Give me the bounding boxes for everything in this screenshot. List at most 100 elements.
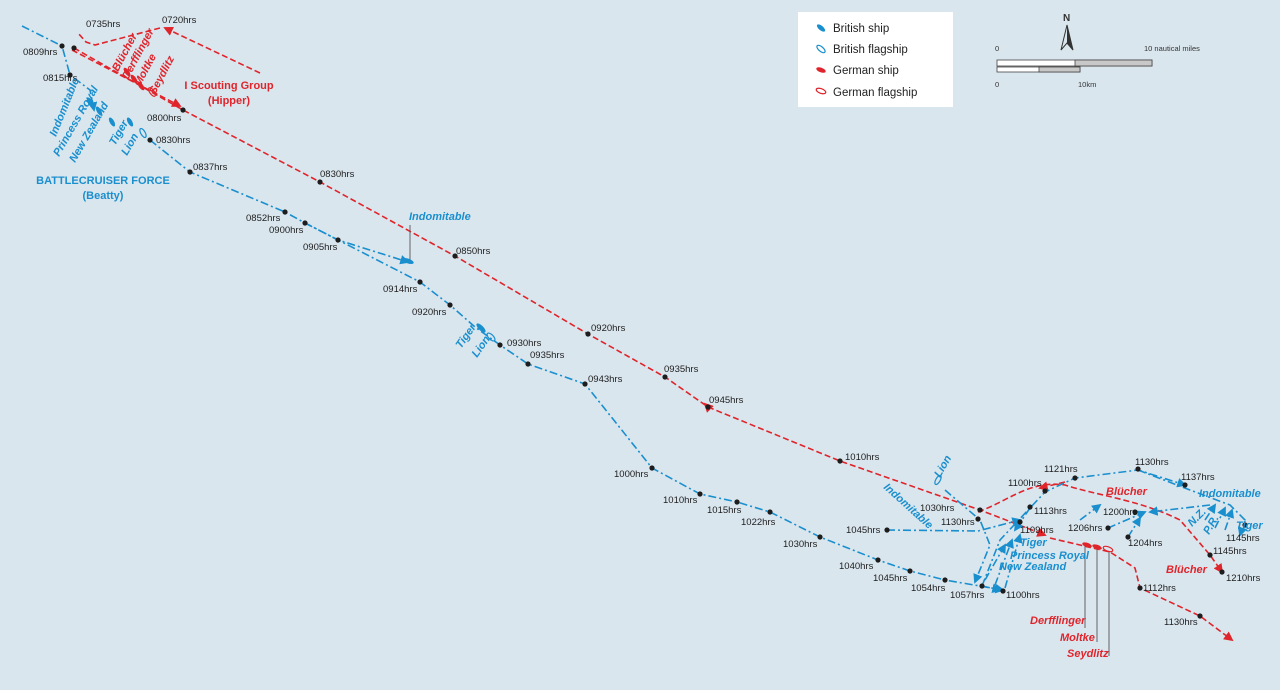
british-force-name: BATTLECRUISER FORCE [36, 175, 170, 187]
indomitable-label-end: Indomitable [1199, 488, 1261, 500]
british-flagship-legend-icon [816, 44, 826, 54]
time-label: 1210hrs [1226, 573, 1261, 584]
seydlitz-flagship-icon-late [1102, 545, 1114, 553]
german-ship-icon-late-2 [1092, 544, 1102, 550]
time-label: 0900hrs [269, 225, 304, 236]
turn-track-2 [984, 543, 1006, 581]
tiger-ship-icon [476, 323, 486, 333]
blucher-label-late: Blücher [1106, 486, 1148, 498]
time-label: 1130hrs [1164, 617, 1198, 628]
derfflinger-label-late: Derfflinger [1030, 615, 1086, 627]
time-label: 1109hrs [1020, 525, 1054, 536]
turn-track-5 [1013, 507, 1031, 532]
time-label: 0905hrs [303, 242, 338, 253]
british-force-commander: (Beatty) [83, 190, 124, 202]
time-label: 1022hrs [741, 517, 776, 528]
time-label: 1130hrs [1135, 457, 1169, 468]
ship-symbols [86, 67, 1114, 553]
time-dots [59, 43, 1248, 619]
time-label: 0920hrs [412, 307, 447, 318]
time-label: 1045hrs [873, 573, 908, 584]
force-titles: BATTLECRUISER FORCE (Beatty) I Scouting … [36, 80, 274, 202]
german-track-escape [1049, 537, 1234, 642]
turn-track-4 [1004, 533, 1023, 589]
moltke-ship-icon [137, 81, 145, 91]
time-label: 0720hrs [162, 15, 197, 26]
time-label: 1100hrs [1008, 478, 1042, 489]
tiger-label-end: Tiger [1236, 520, 1263, 532]
time-label: 0920hrs [591, 323, 626, 334]
indomitable-ship-icon [402, 257, 414, 265]
time-label: 0914hrs [383, 284, 418, 295]
time-label: 1206hrs [1068, 523, 1103, 534]
time-label: 1121hrs [1044, 464, 1078, 475]
time-label: 1054hrs [911, 583, 946, 594]
time-label: 1112hrs [1143, 583, 1176, 594]
north-label: N [1063, 13, 1070, 24]
lion-flagship-icon-late [934, 474, 942, 486]
time-label: 0815hrs [43, 73, 78, 84]
indomitable-label-mid: Indomitable [409, 211, 471, 223]
british-ship-legend-icon [816, 24, 826, 32]
seydlitz-flagship-icon [148, 87, 156, 97]
blucher-ship-icon [123, 67, 131, 77]
princess-royal-ship-icon-start [95, 106, 103, 116]
return-track-2 [1107, 510, 1147, 529]
moltke-label-late: Moltke [1060, 632, 1095, 644]
german-track-split [71, 49, 182, 107]
time-label: 1130hrs [941, 517, 975, 528]
return-track-5 [1204, 503, 1217, 521]
return-track-7 [1224, 508, 1234, 531]
british-track-lower [981, 583, 1002, 594]
time-label: 1010hrs [663, 495, 698, 506]
lion-flagship-icon [486, 332, 496, 342]
leader-lines [409, 225, 1110, 656]
time-label: 1145hrs [1213, 546, 1247, 557]
scale-bottom-zero: 0 [995, 80, 999, 89]
german-force-name: I Scouting Group [184, 80, 273, 92]
scale-bar: 0 10 nautical miles 0 10km [995, 44, 1200, 89]
return-track-6 [1214, 506, 1226, 529]
scale-top-max: 10 nautical miles [1144, 44, 1200, 53]
scale-top-zero: 0 [995, 44, 999, 53]
time-label: 1200hrs [1103, 507, 1138, 518]
german-ship-icon-late-1 [1082, 542, 1092, 548]
tiger-ship-icon-start [126, 117, 134, 127]
time-label: 0935hrs [530, 350, 565, 361]
german-force-commander: (Hipper) [208, 95, 251, 107]
new-zealand-ship-icon-start [108, 117, 116, 127]
time-label: 0735hrs [86, 19, 121, 30]
time-label: 1137hrs [1181, 472, 1215, 483]
time-label: 0930hrs [507, 338, 542, 349]
british-track-lion [304, 222, 1005, 594]
time-label: 1045hrs [846, 525, 881, 536]
time-label: 1113hrs [1034, 506, 1067, 517]
new-zealand-label-late: New Zealand [999, 561, 1067, 573]
blucher-branch [1038, 481, 1066, 491]
princess-royal-label-late: Princess Royal [1010, 550, 1090, 562]
time-label: 0830hrs [320, 169, 355, 180]
german-flagship-legend-icon [815, 87, 827, 95]
german-track-turn [77, 27, 161, 46]
time-label: 0830hrs [156, 135, 191, 146]
indomitable-ship-icon-start [86, 97, 94, 107]
seydlitz-label-late: Seydlitz [1067, 648, 1109, 660]
time-label: 0800hrs [147, 113, 182, 124]
time-label: 0809hrs [23, 47, 58, 58]
tiger-label-late: Tiger [1020, 537, 1047, 549]
indomitable-track [886, 517, 1022, 532]
blucher-label-end: Blücher [1166, 564, 1208, 576]
time-label: 0837hrs [193, 162, 228, 173]
legend-british-flagship: British flagship [833, 44, 908, 56]
time-label: 1204hrs [1128, 538, 1163, 549]
time-label: 1057hrs [950, 590, 985, 601]
legend-german-ship: German ship [833, 65, 899, 77]
time-label: 0943hrs [588, 374, 623, 385]
time-label: 0852hrs [246, 213, 281, 224]
derfflinger-ship-icon [130, 74, 138, 84]
time-label: 1015hrs [707, 505, 742, 516]
legend-british-ship: British ship [833, 23, 889, 35]
time-label: 1100hrs [1006, 590, 1040, 601]
scale-bottom-max: 10km [1078, 80, 1096, 89]
